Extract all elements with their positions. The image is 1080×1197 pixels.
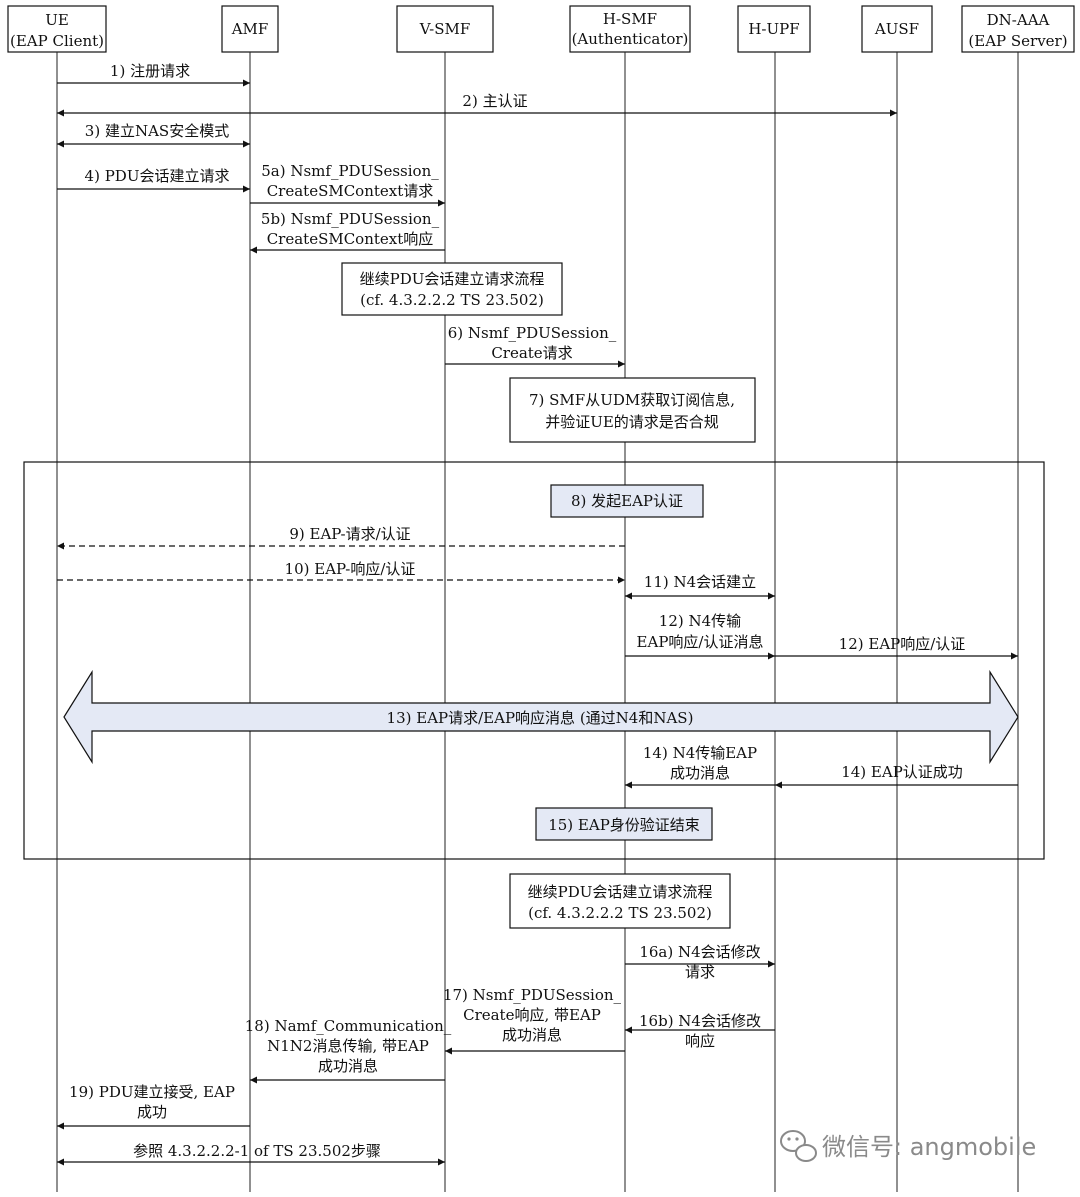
svg-text:继续PDU会话建立请求流程: 继续PDU会话建立请求流程: [528, 883, 713, 901]
svg-text:14) EAP认证成功: 14) EAP认证成功: [841, 763, 963, 781]
svg-text:18) Namf_Communication_: 18) Namf_Communication_: [245, 1017, 452, 1035]
message-12a: 12) N4传输 EAP响应/认证消息: [625, 612, 775, 660]
message-4: 4) PDU会话建立请求: [57, 167, 250, 193]
svg-text:成功消息: 成功消息: [670, 764, 730, 782]
svg-text:微信号: angmobile: 微信号: angmobile: [822, 1133, 1036, 1161]
svg-text:参照 4.3.2.2.2-1 of TS 23.502步骤: 参照 4.3.2.2.2-1 of TS 23.502步骤: [133, 1142, 381, 1160]
svg-text:1) 注册请求: 1) 注册请求: [110, 62, 190, 80]
message-reference: 参照 4.3.2.2.2-1 of TS 23.502步骤: [57, 1142, 445, 1166]
svg-text:H-SMF: H-SMF: [603, 10, 657, 28]
svg-text:N1N2消息传输, 带EAP: N1N2消息传输, 带EAP: [267, 1037, 429, 1055]
svg-text:V-SMF: V-SMF: [419, 20, 471, 38]
message-12b: 12) EAP响应/认证: [775, 635, 1018, 660]
svg-text:7) SMF从UDM获取订阅信息,: 7) SMF从UDM获取订阅信息,: [529, 391, 735, 409]
message-17: 17) Nsmf_PDUSession_ Create响应, 带EAP 成功消息: [443, 986, 625, 1055]
note-step-15: 15) EAP身份验证结束: [535, 807, 713, 841]
svg-text:(cf. 4.3.2.2.2 TS 23.502): (cf. 4.3.2.2.2 TS 23.502): [528, 904, 712, 922]
note-continue-flow-1: 继续PDU会话建立请求流程 (cf. 4.3.2.2.2 TS 23.502): [341, 262, 563, 316]
svg-text:UE: UE: [45, 11, 69, 29]
message-3: 3) 建立NAS安全模式: [57, 122, 250, 148]
message-11: 11) N4会话建立: [625, 573, 775, 600]
svg-text:成功消息: 成功消息: [502, 1026, 562, 1044]
svg-text:12) EAP响应/认证: 12) EAP响应/认证: [839, 635, 966, 653]
svg-text:11) N4会话建立: 11) N4会话建立: [644, 573, 756, 591]
svg-text:19) PDU建立接受, EAP: 19) PDU建立接受, EAP: [69, 1083, 235, 1101]
svg-text:17) Nsmf_PDUSession_: 17) Nsmf_PDUSession_: [443, 986, 622, 1004]
svg-text:3) 建立NAS安全模式: 3) 建立NAS安全模式: [85, 122, 229, 140]
svg-text:16a) N4会话修改: 16a) N4会话修改: [639, 943, 760, 961]
svg-text:5b) Nsmf_PDUSession_: 5b) Nsmf_PDUSession_: [261, 210, 440, 228]
message-1: 1) 注册请求: [57, 62, 250, 87]
svg-text:(EAP Client): (EAP Client): [10, 32, 104, 50]
message-5b: 5b) Nsmf_PDUSession_ CreateSMContext响应: [250, 210, 445, 254]
svg-text:5a) Nsmf_PDUSession_: 5a) Nsmf_PDUSession_: [261, 162, 439, 180]
svg-text:8) 发起EAP认证: 8) 发起EAP认证: [571, 492, 683, 510]
svg-text:2) 主认证: 2) 主认证: [462, 92, 527, 110]
svg-text:10) EAP-响应/认证: 10) EAP-响应/认证: [285, 560, 416, 578]
participant-ue: UE (EAP Client): [7, 5, 107, 53]
svg-text:DN-AAA: DN-AAA: [987, 11, 1050, 29]
watermark: 微信号: angmobile: [780, 1130, 1036, 1162]
note-step-8: 8) 发起EAP认证: [550, 484, 704, 518]
wechat-icon: [780, 1130, 817, 1162]
message-9: 9) EAP-请求/认证: [57, 525, 625, 550]
message-14a: 14) N4传输EAP 成功消息: [625, 744, 775, 789]
svg-text:EAP响应/认证消息: EAP响应/认证消息: [637, 633, 764, 651]
message-14b: 14) EAP认证成功: [775, 763, 1018, 789]
participant-v-smf: V-SMF: [396, 5, 494, 53]
message-16a: 16a) N4会话修改 请求: [625, 943, 775, 981]
svg-text:并验证UE的请求是否合规: 并验证UE的请求是否合规: [545, 413, 719, 431]
message-18: 18) Namf_Communication_ N1N2消息传输, 带EAP 成…: [245, 1017, 452, 1084]
svg-text:CreateSMContext响应: CreateSMContext响应: [267, 230, 434, 248]
message-13-double-arrow: 13) EAP请求/EAP响应消息 (通过N4和NAS): [63, 669, 1019, 765]
svg-text:16b) N4会话修改: 16b) N4会话修改: [639, 1012, 761, 1030]
svg-text:Create响应, 带EAP: Create响应, 带EAP: [463, 1006, 601, 1024]
svg-text:请求: 请求: [685, 963, 715, 981]
svg-text:12) N4传输: 12) N4传输: [659, 612, 741, 630]
message-2: 2) 主认证: [57, 92, 897, 117]
svg-text:响应: 响应: [685, 1032, 715, 1050]
svg-text:14) N4传输EAP: 14) N4传输EAP: [643, 744, 757, 762]
svg-text:9) EAP-请求/认证: 9) EAP-请求/认证: [289, 525, 410, 543]
svg-text:H-UPF: H-UPF: [748, 20, 799, 38]
svg-text:AUSF: AUSF: [874, 20, 919, 38]
svg-text:继续PDU会话建立请求流程: 继续PDU会话建立请求流程: [360, 270, 545, 288]
participant-h-upf: H-UPF: [737, 5, 811, 53]
message-10: 10) EAP-响应/认证: [57, 560, 625, 584]
svg-text:6) Nsmf_PDUSession_: 6) Nsmf_PDUSession_: [448, 324, 617, 342]
svg-text:成功: 成功: [137, 1103, 167, 1121]
svg-text:成功消息: 成功消息: [318, 1057, 378, 1075]
svg-text:CreateSMContext请求: CreateSMContext请求: [267, 182, 434, 200]
eap-auth-frame: [23, 461, 1045, 860]
message-16b: 16b) N4会话修改 响应: [625, 1012, 775, 1050]
svg-text:(EAP Server): (EAP Server): [968, 32, 1067, 50]
participant-dn-aaa: DN-AAA (EAP Server): [961, 5, 1075, 53]
svg-text:(Authenticator): (Authenticator): [572, 30, 689, 48]
svg-text:Create请求: Create请求: [491, 344, 572, 362]
svg-text:15) EAP身份验证结束: 15) EAP身份验证结束: [548, 816, 700, 834]
svg-text:13) EAP请求/EAP响应消息 (通过N4和NAS): 13) EAP请求/EAP响应消息 (通过N4和NAS): [387, 709, 694, 727]
note-step-7: 7) SMF从UDM获取订阅信息, 并验证UE的请求是否合规: [509, 377, 756, 443]
svg-text:4) PDU会话建立请求: 4) PDU会话建立请求: [85, 167, 230, 185]
participant-ausf: AUSF: [861, 5, 933, 53]
svg-text:(cf. 4.3.2.2.2 TS 23.502): (cf. 4.3.2.2.2 TS 23.502): [360, 291, 544, 309]
message-19: 19) PDU建立接受, EAP 成功: [57, 1083, 250, 1130]
note-continue-flow-2: 继续PDU会话建立请求流程 (cf. 4.3.2.2.2 TS 23.502): [509, 873, 731, 929]
participant-amf: AMF: [221, 5, 279, 53]
message-6: 6) Nsmf_PDUSession_ Create请求: [445, 324, 625, 368]
svg-text:AMF: AMF: [231, 20, 269, 38]
message-5a: 5a) Nsmf_PDUSession_ CreateSMContext请求: [250, 162, 445, 207]
participant-h-smf: H-SMF (Authenticator): [569, 5, 691, 53]
